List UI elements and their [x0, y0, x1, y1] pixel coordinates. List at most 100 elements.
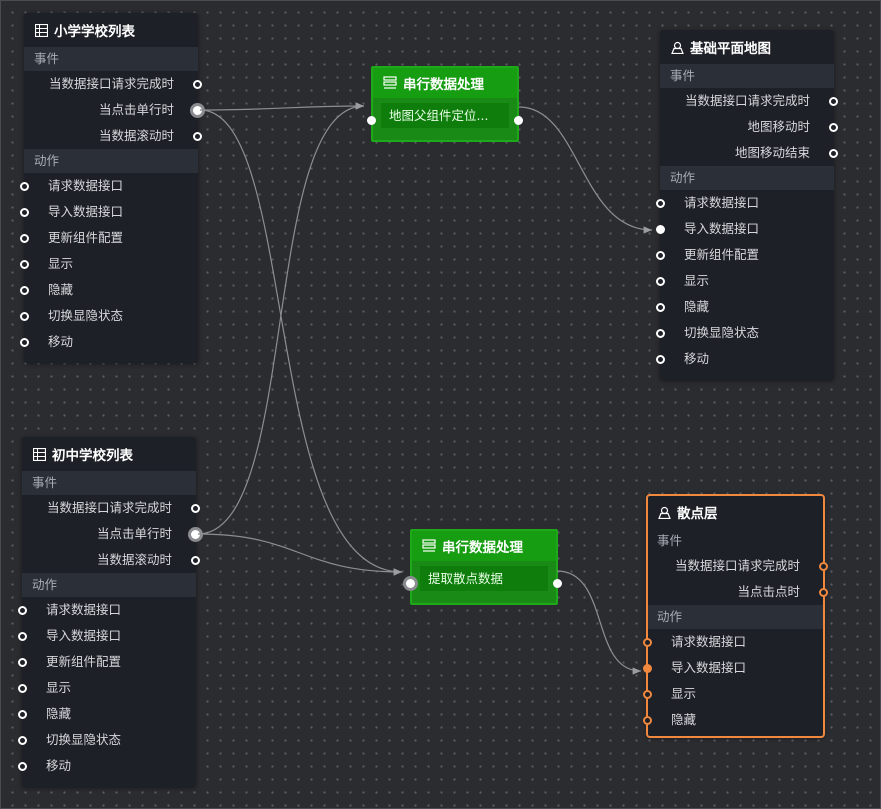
input-port[interactable]	[656, 355, 665, 364]
node-header[interactable]: 串行数据处理	[412, 531, 556, 561]
input-port-connected[interactable]	[656, 225, 665, 234]
event-port-row[interactable]: 当数据接口请求完成时	[660, 88, 838, 114]
process-label[interactable]: 提取散点数据	[420, 566, 548, 591]
action-port-row[interactable]: 移动	[18, 753, 196, 779]
input-port[interactable]	[656, 329, 665, 338]
input-port[interactable]	[20, 286, 29, 295]
input-port[interactable]	[18, 762, 27, 771]
event-port-row[interactable]: 地图移动结束	[660, 140, 838, 166]
actions-section-header: 动作	[22, 573, 196, 597]
event-port-row[interactable]: 当点击单行时	[24, 97, 205, 123]
node-title: 初中学校列表	[52, 448, 133, 464]
input-port-connected[interactable]	[643, 664, 652, 673]
input-port[interactable]	[656, 251, 665, 260]
output-port[interactable]	[191, 556, 200, 565]
action-port-row[interactable]: 切换显隐状态	[18, 727, 196, 753]
input-port[interactable]	[656, 303, 665, 312]
action-port-row[interactable]: 隐藏	[20, 277, 198, 303]
output-port[interactable]	[829, 149, 838, 158]
output-port-connected[interactable]	[514, 116, 523, 125]
action-port-row[interactable]: 请求数据接口	[20, 173, 198, 199]
event-port-row[interactable]: 地图移动时	[660, 114, 838, 140]
action-port-row[interactable]: 更新组件配置	[20, 225, 198, 251]
node-title: 散点层	[677, 506, 718, 522]
action-port-row[interactable]: 显示	[656, 268, 834, 294]
action-port-row[interactable]: 导入数据接口	[18, 623, 196, 649]
input-port[interactable]	[18, 684, 27, 693]
output-port[interactable]	[819, 588, 828, 597]
input-port[interactable]	[643, 638, 652, 647]
output-port[interactable]	[193, 132, 202, 141]
action-port-row[interactable]: 显示	[18, 675, 196, 701]
input-port-connected[interactable]	[403, 576, 418, 591]
output-port-connected[interactable]	[190, 103, 205, 118]
action-port-row[interactable]: 移动	[20, 329, 198, 355]
node-primary-school-list[interactable]: 小学学校列表 事件 当数据接口请求完成时 当点击单行时 当数据滚动时 动作 请求…	[20, 13, 205, 363]
input-port[interactable]	[20, 338, 29, 347]
event-port-row[interactable]: 当数据滚动时	[22, 547, 200, 573]
input-port[interactable]	[656, 199, 665, 208]
input-port[interactable]	[20, 260, 29, 269]
input-port[interactable]	[18, 736, 27, 745]
event-port-row[interactable]: 当数据滚动时	[24, 123, 202, 149]
action-port-row[interactable]: 切换显隐状态	[20, 303, 198, 329]
output-port[interactable]	[819, 562, 828, 571]
node-header[interactable]: 初中学校列表	[22, 437, 196, 471]
action-port-row[interactable]: 导入数据接口	[656, 216, 834, 242]
node-serial-process-top[interactable]: 串行数据处理 地图父组件定位...	[367, 66, 523, 142]
input-port[interactable]	[643, 690, 652, 699]
output-port-connected[interactable]	[553, 579, 562, 588]
input-port-connected[interactable]	[367, 116, 376, 125]
event-port-row[interactable]: 当数据接口请求完成时	[24, 71, 202, 97]
output-port[interactable]	[829, 97, 838, 106]
action-port-row[interactable]: 切换显隐状态	[656, 320, 834, 346]
node-serial-process-bottom[interactable]: 串行数据处理 提取散点数据	[403, 529, 562, 605]
action-port-row[interactable]: 请求数据接口	[643, 629, 824, 655]
node-base-map[interactable]: 基础平面地图 事件 当数据接口请求完成时 地图移动时 地图移动结束 动作 请求数…	[656, 30, 838, 380]
input-port[interactable]	[20, 208, 29, 217]
output-port[interactable]	[193, 80, 202, 89]
input-port[interactable]	[20, 182, 29, 191]
action-port-row[interactable]: 显示	[20, 251, 198, 277]
input-port[interactable]	[643, 716, 652, 725]
action-port-row[interactable]: 隐藏	[18, 701, 196, 727]
input-port[interactable]	[18, 710, 27, 719]
edge-top-process-to-map-import[interactable]	[518, 106, 653, 234]
edge-primary-click-to-top-process[interactable]	[199, 102, 365, 111]
action-port-row[interactable]: 请求数据接口	[656, 190, 834, 216]
output-port[interactable]	[191, 504, 200, 513]
event-port-row[interactable]: 当点击单行时	[22, 521, 203, 547]
node-scatter-layer[interactable]: 散点层 事件 当数据接口请求完成时 当点击点时 动作 请求数据接口 导入数据接口…	[643, 494, 828, 738]
node-header[interactable]: 散点层	[647, 495, 824, 529]
input-port[interactable]	[656, 277, 665, 286]
action-port-row[interactable]: 显示	[643, 681, 824, 707]
input-port[interactable]	[18, 632, 27, 641]
action-port-row[interactable]: 导入数据接口	[20, 199, 198, 225]
edge-middle-click-to-top-process[interactable]	[197, 102, 365, 535]
action-port-row[interactable]: 更新组件配置	[656, 242, 834, 268]
action-port-row[interactable]: 更新组件配置	[18, 649, 196, 675]
node-header[interactable]: 小学学校列表	[24, 13, 198, 47]
action-port-row[interactable]: 移动	[656, 346, 834, 372]
output-port[interactable]	[829, 123, 838, 132]
action-port-row[interactable]: 隐藏	[643, 707, 824, 733]
process-icon	[383, 76, 397, 89]
node-header[interactable]: 串行数据处理	[373, 68, 517, 98]
node-middle-school-list[interactable]: 初中学校列表 事件 当数据接口请求完成时 当点击单行时 当数据滚动时 动作 请求…	[18, 437, 203, 787]
event-port-row[interactable]: 当数据接口请求完成时	[647, 553, 828, 579]
event-port-row[interactable]: 当点击点时	[647, 579, 828, 605]
process-label[interactable]: 地图父组件定位...	[381, 103, 509, 128]
edge-primary-click-to-bottom-process[interactable]	[199, 109, 403, 576]
edge-bottom-process-to-scatter-import[interactable]	[556, 570, 642, 675]
node-header[interactable]: 基础平面地图	[660, 30, 834, 64]
input-port[interactable]	[18, 658, 27, 667]
action-port-row[interactable]: 隐藏	[656, 294, 834, 320]
input-port[interactable]	[20, 312, 29, 321]
input-port[interactable]	[20, 234, 29, 243]
event-port-row[interactable]: 当数据接口请求完成时	[22, 495, 200, 521]
input-port[interactable]	[18, 606, 27, 615]
action-port-row[interactable]: 请求数据接口	[18, 597, 196, 623]
action-port-row[interactable]: 导入数据接口	[643, 655, 824, 681]
output-port-connected[interactable]	[188, 527, 203, 542]
edge-middle-click-to-bottom-process[interactable]	[197, 533, 403, 576]
